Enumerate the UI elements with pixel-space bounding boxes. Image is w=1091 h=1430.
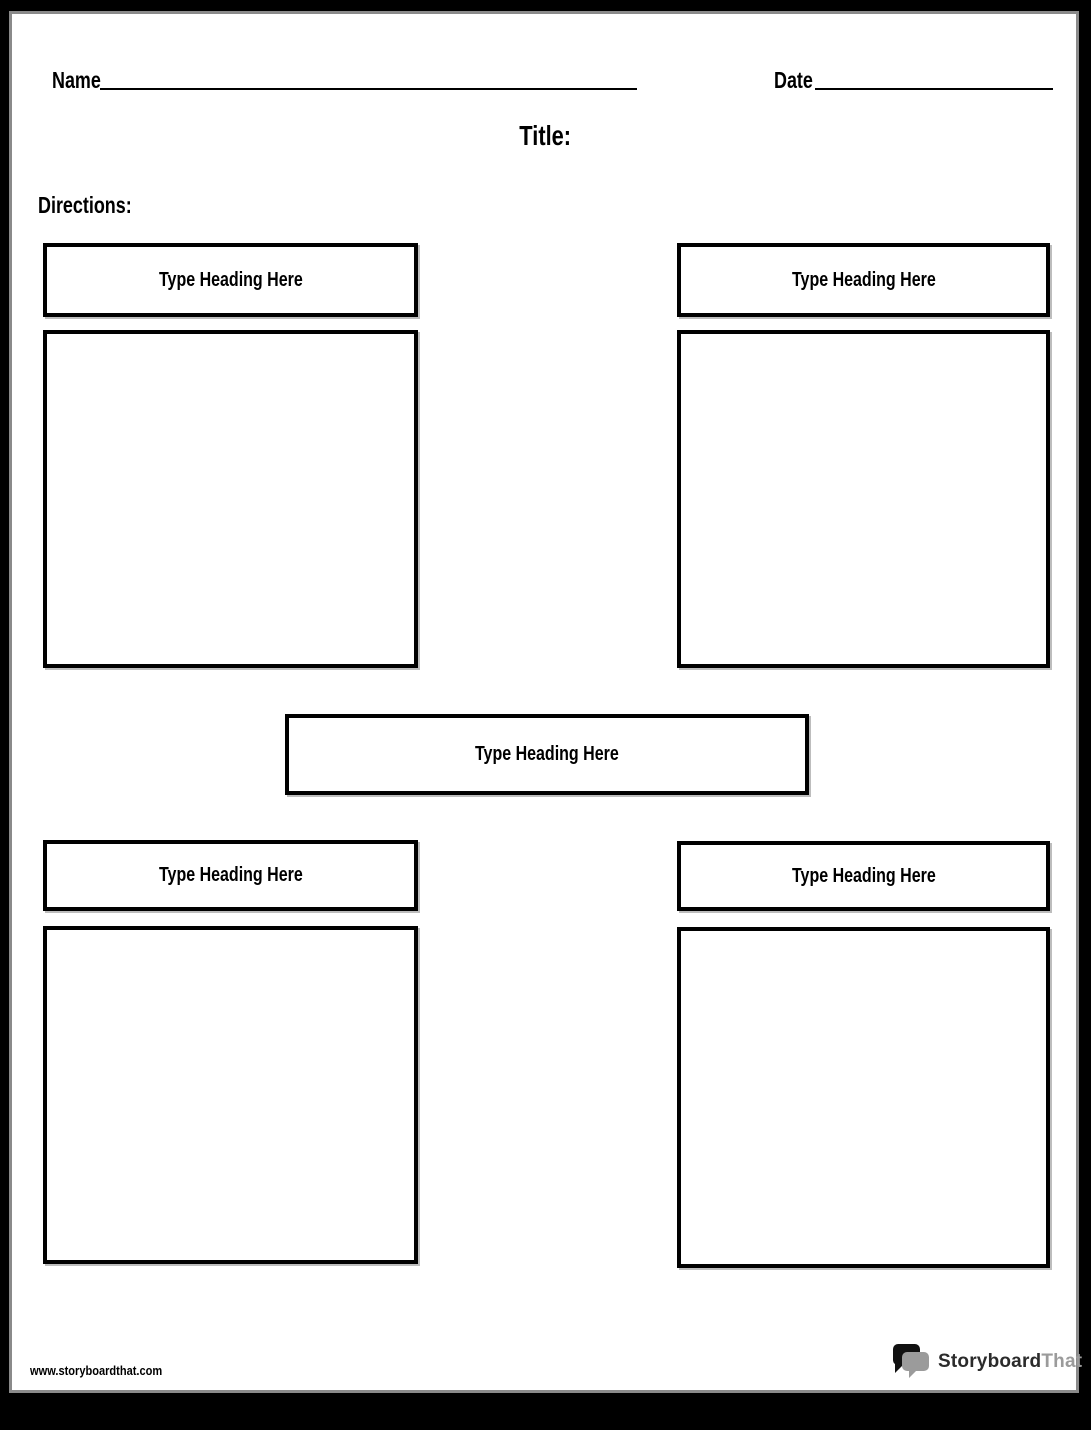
- heading-box-middle[interactable]: Type Heading Here: [285, 714, 809, 795]
- speech-bubbles-icon: [891, 1343, 933, 1381]
- heading-box-top-left-text: Type Heading Here: [158, 268, 303, 291]
- logo-wordmark-primary: Storyboard: [938, 1351, 1042, 1372]
- heading-box-bottom-left[interactable]: Type Heading Here: [43, 840, 418, 911]
- heading-box-middle-text: Type Heading Here: [475, 743, 619, 765]
- content-box-top-right[interactable]: [677, 330, 1050, 668]
- logo-wordmark-secondary: That: [1041, 1351, 1083, 1372]
- heading-box-top-right[interactable]: Type Heading Here: [677, 243, 1050, 317]
- date-input-line[interactable]: [815, 88, 1053, 90]
- content-box-bottom-right[interactable]: [677, 927, 1050, 1268]
- content-box-bottom-left[interactable]: [43, 926, 418, 1264]
- storyboardthat-logo: StoryboardThat: [891, 1343, 1082, 1381]
- logo-wordmark: StoryboardThat: [938, 1351, 1082, 1373]
- directions-label: Directions:: [38, 194, 158, 217]
- name-input-line[interactable]: [100, 88, 637, 90]
- heading-box-top-right-text: Type Heading Here: [791, 268, 936, 291]
- date-label: Date: [774, 69, 824, 92]
- directions-label-text: Directions:: [38, 192, 132, 218]
- heading-box-top-left[interactable]: Type Heading Here: [43, 243, 418, 317]
- page-title: Title:: [0, 122, 1091, 150]
- page-title-text: Title:: [519, 120, 572, 151]
- website-url: www.storyboardthat.com: [30, 1364, 186, 1377]
- heading-box-bottom-right-text: Type Heading Here: [791, 864, 936, 887]
- name-label: Name: [52, 69, 115, 92]
- website-url-text: www.storyboardthat.com: [30, 1363, 163, 1378]
- heading-box-bottom-right[interactable]: Type Heading Here: [677, 841, 1050, 911]
- name-label-text: Name: [52, 67, 101, 93]
- date-label-text: Date: [774, 67, 813, 93]
- heading-box-bottom-left-text: Type Heading Here: [158, 864, 303, 886]
- content-box-top-left[interactable]: [43, 330, 418, 668]
